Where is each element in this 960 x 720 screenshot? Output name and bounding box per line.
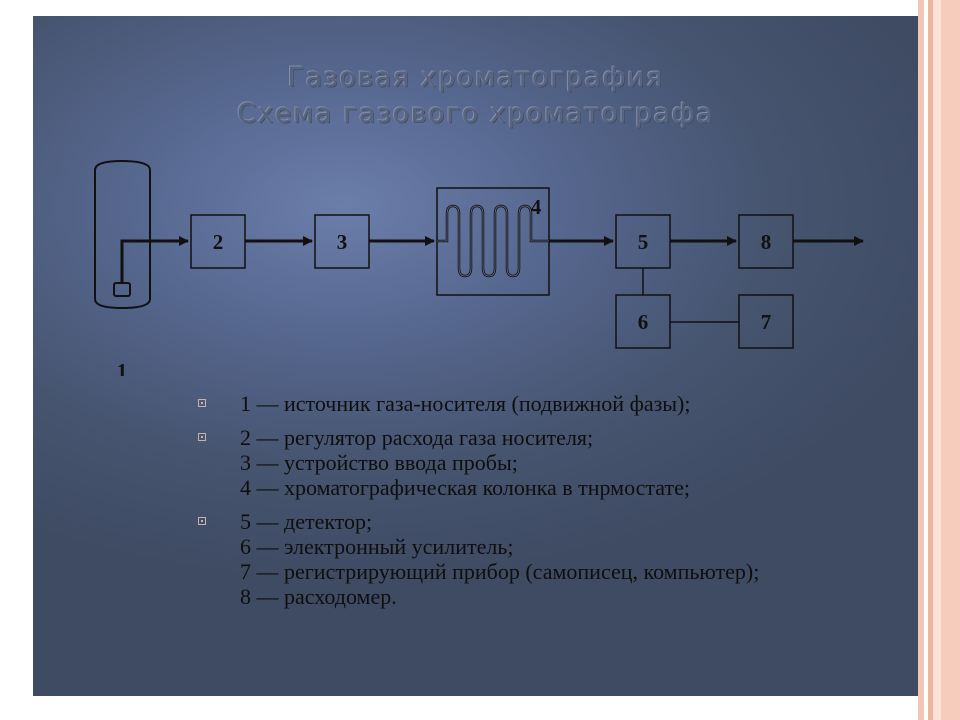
legend-line: 1 — источник газа-носителя (подвижной фа… — [240, 391, 691, 416]
legend-line: 5 — детектор; — [240, 509, 373, 534]
bullet-icon — [198, 433, 206, 441]
legend-group-3: 5 — детектор; 6 — электронный усилитель;… — [198, 509, 918, 609]
legend-line: 2 — регулятор расхода газа носителя; — [240, 425, 594, 450]
decor-stripe — [918, 0, 924, 720]
label-1: 1 — [117, 359, 128, 376]
bullet-icon — [198, 517, 206, 525]
label-3: 3 — [337, 230, 348, 254]
label-6: 6 — [638, 310, 649, 334]
legend-line: 4 — хроматографическая колонка в тнрмост… — [240, 475, 690, 500]
cylinder-body — [94, 159, 151, 310]
label-5: 5 — [638, 230, 649, 254]
label-2: 2 — [213, 230, 224, 254]
column-coil-inner — [437, 205, 549, 277]
title-line-2: Схема газового хроматографа — [236, 98, 715, 129]
decor-stripe — [928, 0, 933, 720]
legend-line: 8 — расходомер. — [240, 584, 397, 609]
bullet-icon — [198, 399, 206, 407]
legend-line: 3 — устройство ввода пробы; — [240, 450, 518, 475]
legend-group-1: 1 — источник газа-носителя (подвижной фа… — [198, 391, 918, 416]
title-line-1: Газовая хроматография — [287, 62, 664, 93]
label-8: 8 — [761, 230, 772, 254]
legend-group-2: 2 — регулятор расхода газа носителя; 3 —… — [198, 425, 918, 500]
slide: Газовая хроматография Схема газового хро… — [33, 16, 918, 696]
gas-cylinder — [94, 159, 151, 310]
block-7 — [738, 294, 794, 349]
legend: 1 — источник газа-носителя (подвижной фа… — [198, 391, 918, 618]
label-7: 7 — [761, 310, 772, 334]
chromatograph-diagram: 1 2 3 4 5 8 6 7 — [94, 159, 864, 376]
cylinder-valve — [113, 282, 131, 297]
decor-stripe — [933, 0, 941, 720]
flow-arrow-1-2 — [120, 236, 189, 283]
decor-stripe — [924, 0, 928, 720]
legend-line: 6 — электронный усилитель; — [240, 534, 514, 559]
decor-stripe — [941, 0, 960, 720]
legend-line: 7 — регистрирующий прибор (самописец, ко… — [240, 559, 760, 584]
slide-title: Газовая хроматография Схема газового хро… — [33, 60, 918, 132]
label-4: 4 — [531, 195, 542, 219]
